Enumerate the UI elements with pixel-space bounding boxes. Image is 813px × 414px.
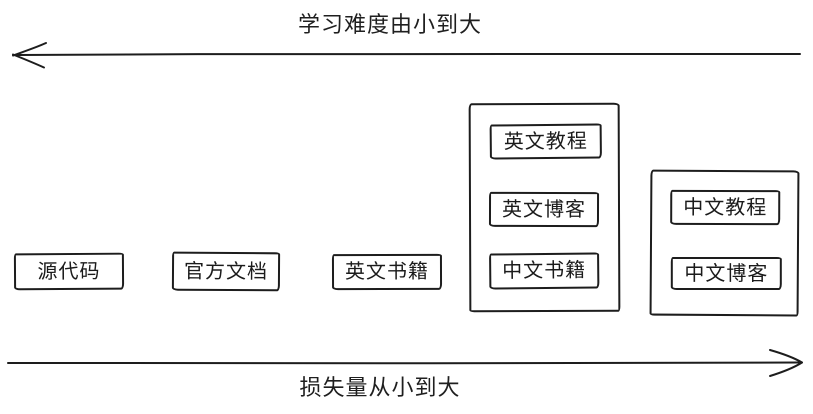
box-english-tutorial: 英文教程	[489, 123, 602, 160]
box-chinese-books: 中文书籍	[489, 252, 600, 290]
box-label: 英文书籍	[344, 260, 430, 284]
box-label: 官方文档	[183, 260, 269, 283]
box-label: 中文博客	[684, 262, 769, 285]
left-arrow-icon	[12, 42, 801, 69]
right-arrow-icon	[7, 349, 803, 377]
box-label: 英文教程	[503, 130, 588, 153]
box-english-books: 英文书籍	[331, 253, 443, 291]
group-box-2: 中文教程 中文博客	[649, 169, 800, 317]
box-chinese-blog: 中文博客	[670, 257, 782, 291]
box-official-docs: 官方文档	[171, 251, 281, 292]
box-label: 中文教程	[683, 196, 768, 219]
difficulty-axis-label: 学习难度由小到大	[297, 12, 482, 37]
box-label: 源代码	[37, 260, 101, 283]
loss-axis-label: 损失量从小到大	[299, 375, 461, 400]
box-source-code: 源代码	[13, 252, 125, 291]
box-chinese-tutorial: 中文教程	[670, 189, 781, 226]
box-label: 英文博客	[501, 198, 587, 221]
group-box-1: 英文教程 英文博客 中文书籍	[468, 102, 621, 313]
box-english-blog: 英文博客	[488, 191, 600, 228]
box-label: 中文书籍	[502, 259, 587, 283]
